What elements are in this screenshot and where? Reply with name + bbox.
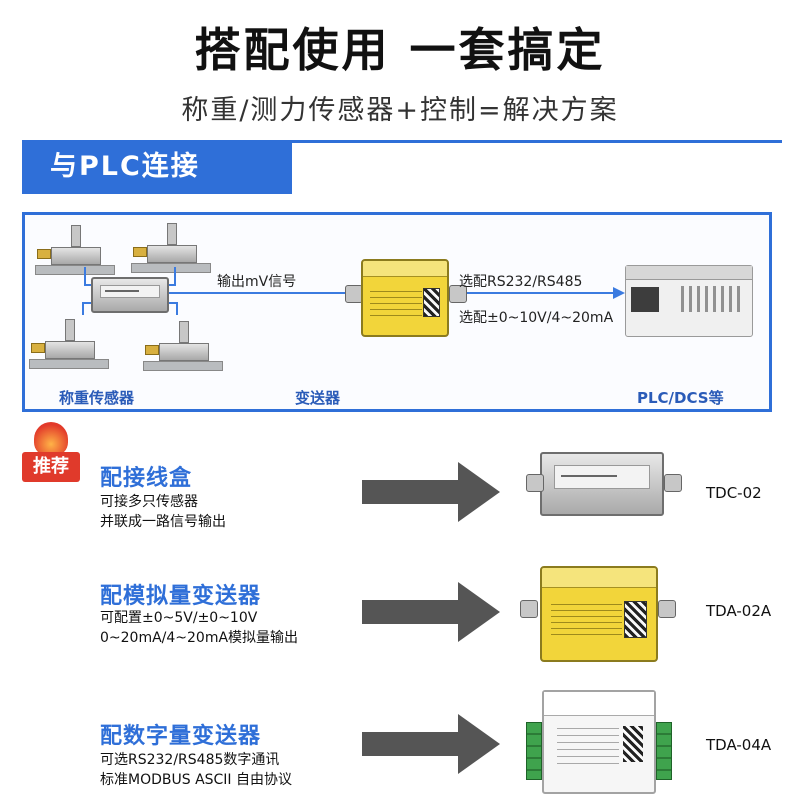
load-cell-image: [35, 219, 115, 275]
page-title: 搭配使用 一套搞定: [194, 23, 606, 77]
page-subtitle: 称重/测力传感器+控制=解决方案: [181, 95, 619, 126]
plc-section-banner: 与PLC连接: [22, 140, 292, 194]
cable-gland: [658, 600, 676, 618]
digital-transmitter-product-image: [542, 690, 656, 794]
arrow-right-icon: [362, 582, 502, 642]
terminal-block: [526, 722, 542, 780]
load-cell-image: [29, 313, 109, 369]
item-desc: 可选RS232/RS485数字通讯: [100, 752, 280, 768]
recommend-badge: 推荐: [22, 422, 80, 490]
digital-option-label: 选配RS232/RS485: [459, 274, 583, 290]
cable-gland: [520, 600, 538, 618]
item-desc: 并联成一路信号输出: [100, 514, 226, 530]
junction-box-product-image: [540, 452, 664, 516]
analog-transmitter-product-image: [540, 566, 658, 662]
arrow-right-icon: [362, 714, 502, 774]
sensors-caption: 称重传感器: [59, 389, 135, 407]
cable-gland: [526, 474, 544, 492]
analog-option-label: 选配±0~10V/4~20mA: [459, 310, 614, 326]
recommend-badge-label: 推荐: [22, 452, 80, 482]
cable-gland: [449, 285, 467, 303]
model-label: TDC-02: [706, 484, 762, 502]
item-desc: 可配置±0~5V/±0~10V: [100, 610, 258, 626]
terminal-block: [656, 722, 672, 780]
arrow-right-icon: [362, 462, 502, 522]
item-title-analog-transmitter: 配模拟量变送器: [100, 584, 262, 609]
cable-gland: [664, 474, 682, 492]
plc-image: [625, 265, 753, 337]
plc-caption: PLC/DCS等: [637, 389, 724, 407]
load-cell-image: [143, 315, 223, 371]
signal-label: 输出mV信号: [217, 274, 297, 290]
plc-connection-diagram: 输出mV信号 选配RS232/RS485 选配±0~10V/4~20mA 称重传…: [22, 212, 772, 412]
item-desc: 可接多只传感器: [100, 494, 198, 510]
section-divider: [22, 140, 782, 143]
item-desc: 标准MODBUS ASCII 自由协议: [100, 772, 293, 788]
flame-icon: [34, 422, 68, 456]
junction-box-image: [91, 277, 169, 313]
transmitter-image: [361, 259, 449, 337]
load-cell-image: [131, 217, 211, 273]
transmitter-caption: 变送器: [295, 389, 341, 407]
item-desc: 0~20mA/4~20mA模拟量输出: [100, 630, 299, 646]
item-title-digital-transmitter: 配数字量变送器: [100, 724, 262, 749]
item-title-junction-box: 配接线盒: [100, 466, 193, 491]
model-label: TDA-02A: [706, 602, 772, 620]
model-label: TDA-04A: [706, 736, 772, 754]
